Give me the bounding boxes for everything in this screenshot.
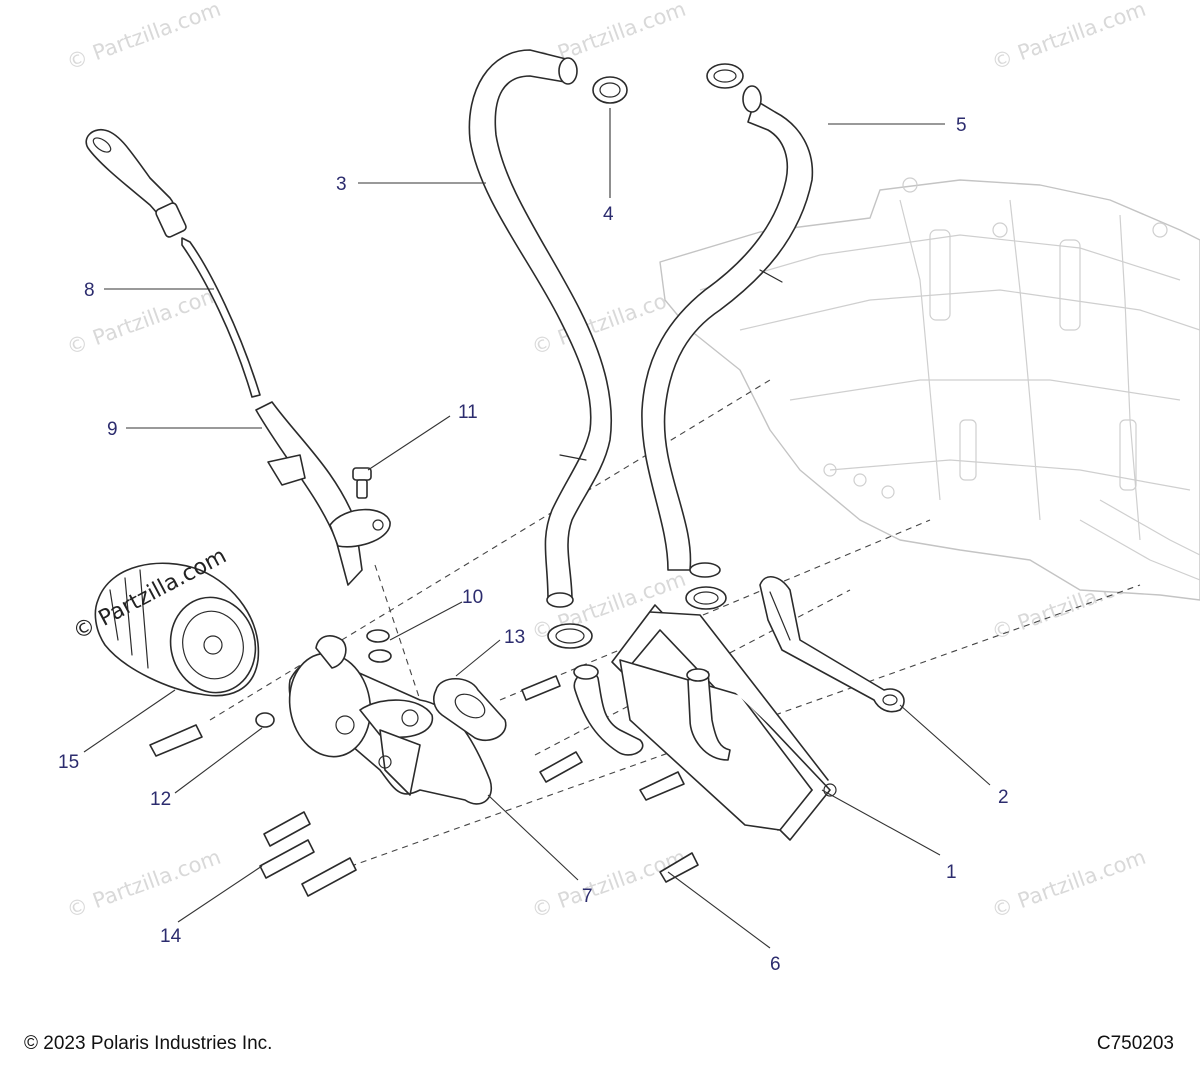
o-rings	[366, 629, 392, 663]
hose-clamps-4	[547, 76, 628, 649]
hose-upper	[468, 49, 613, 608]
callout-5: 5	[956, 115, 967, 136]
callout-14: 14	[160, 926, 182, 947]
leader-line-11	[367, 415, 451, 471]
leader-line-12	[174, 727, 263, 794]
oil-cooler	[573, 604, 837, 841]
assembly-line	[374, 564, 421, 701]
leader-line-7	[487, 794, 579, 881]
oil-filter	[94, 562, 260, 697]
gasket-13	[432, 677, 507, 742]
callout-1: 1	[946, 862, 957, 883]
leader-line-10	[389, 601, 463, 641]
dipstick	[85, 128, 261, 398]
watermark: © Partzilla.com	[989, 0, 1149, 75]
dipstick-tube	[255, 401, 391, 586]
engine-oil-pan-ghost	[659, 177, 1200, 601]
leader-line-6	[667, 871, 771, 949]
hose-lower	[641, 85, 814, 578]
leader-line-13	[455, 639, 501, 677]
gasket-2	[759, 576, 905, 713]
drawing-number: C750203	[1096, 1033, 1174, 1054]
oil-filter-housing	[288, 635, 493, 805]
callout-15: 15	[58, 752, 79, 773]
callout-4: 4	[603, 204, 614, 225]
callout-13: 13	[504, 627, 525, 648]
hose-clamps-5	[685, 63, 744, 610]
callout-2: 2	[998, 787, 1009, 808]
leader-line-15	[83, 689, 176, 753]
callout-labels: 1 2 3 4 5 6 7 8 9 10 11 12 13 14 15	[58, 115, 1009, 975]
copyright-notice: © 2023 Polaris Industries Inc.	[24, 1033, 273, 1054]
callout-8: 8	[84, 280, 95, 301]
leader-line-14	[177, 865, 263, 923]
leader-lines	[83, 108, 991, 949]
assembly-line	[339, 584, 1141, 871]
watermark: © Partzilla.com	[64, 0, 224, 75]
screws	[149, 675, 699, 897]
bolt-11	[352, 467, 372, 499]
callout-10: 10	[462, 587, 483, 608]
leader-line-1	[821, 789, 941, 856]
watermark: © Partzilla.com	[989, 845, 1149, 923]
callout-3: 3	[336, 174, 347, 195]
assembly-line	[499, 519, 931, 701]
callout-6: 6	[770, 954, 781, 975]
callout-9: 9	[107, 419, 118, 440]
plug-12	[255, 712, 275, 728]
callout-12: 12	[150, 789, 171, 810]
callout-11: 11	[458, 402, 478, 423]
leader-line-2	[899, 704, 991, 786]
callout-7: 7	[582, 886, 593, 907]
watermark: © Partzilla.com	[64, 845, 224, 923]
